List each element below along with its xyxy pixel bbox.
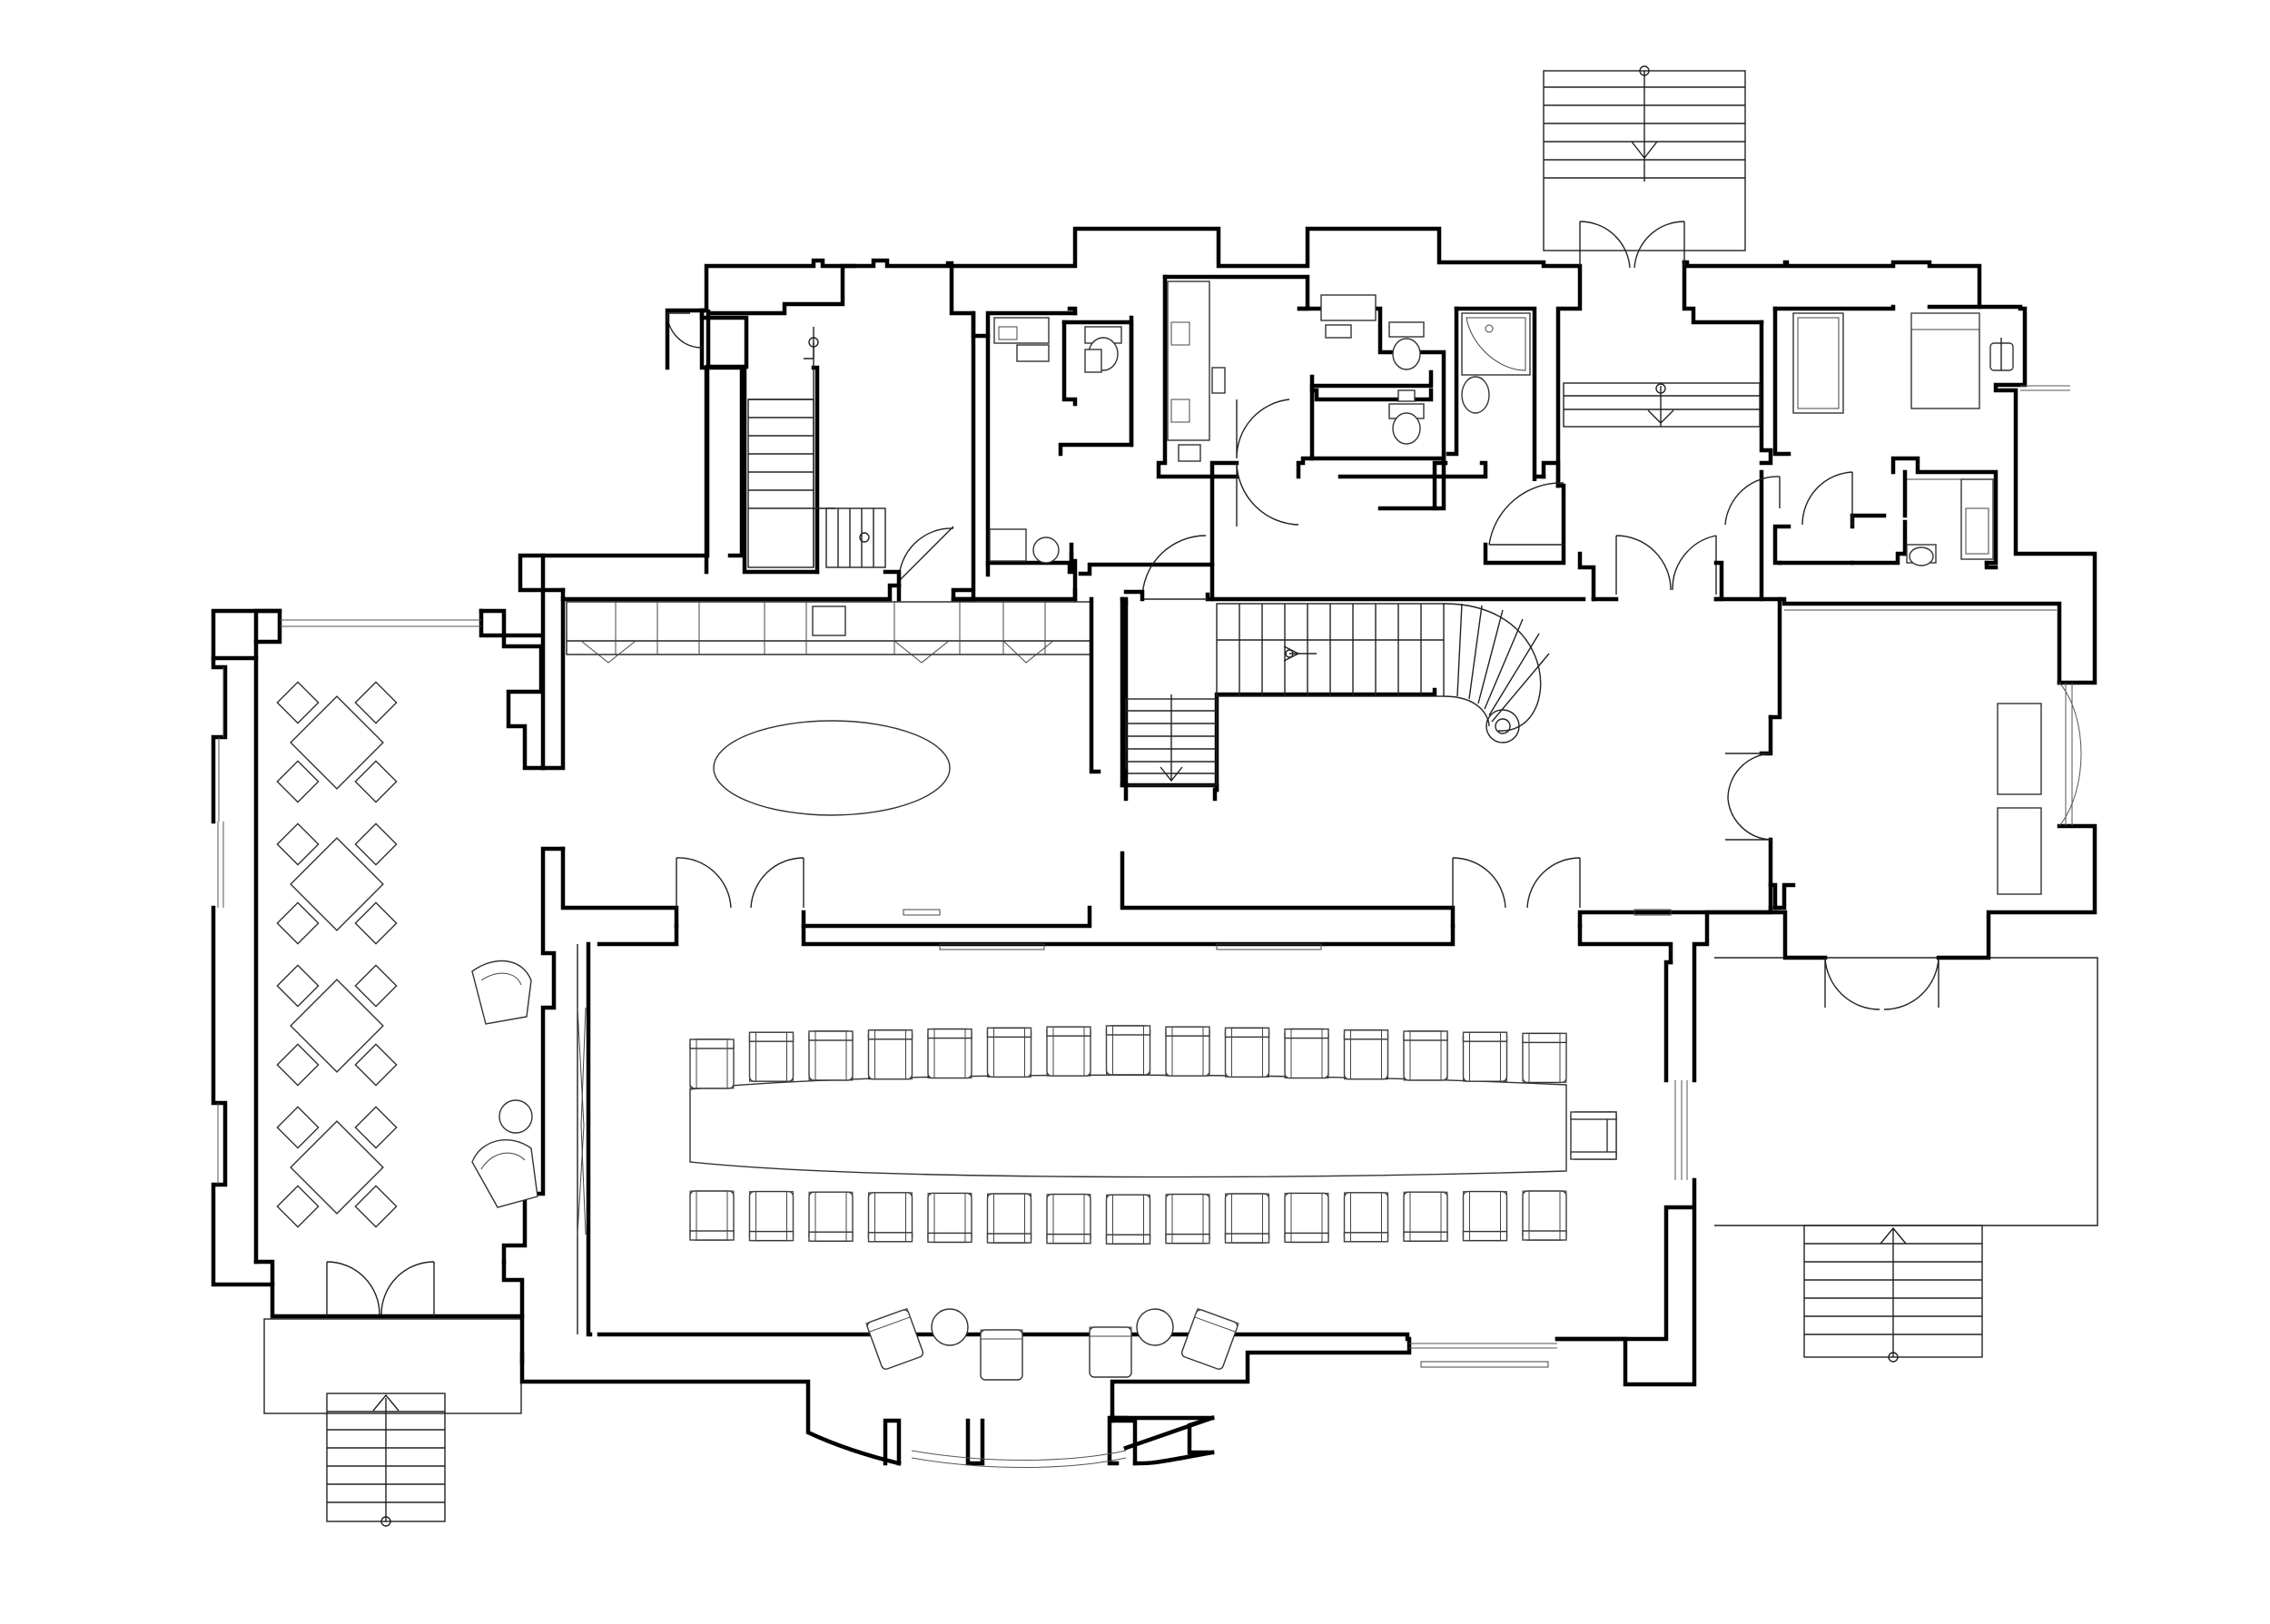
cabinet-1 bbox=[1016, 344, 1050, 362]
desk-2 bbox=[1997, 807, 2042, 895]
north-entry-hall bbox=[1483, 221, 1773, 602]
washbasin-3 bbox=[1320, 294, 1377, 321]
armchair-2 bbox=[471, 1139, 538, 1208]
chair-top-7 bbox=[1046, 1026, 1091, 1077]
desk-1 bbox=[1997, 703, 2042, 795]
bay-side-table-1 bbox=[931, 1308, 969, 1346]
side-table-west bbox=[498, 1099, 533, 1134]
bed bbox=[1910, 312, 1980, 409]
dining-table-set-1 bbox=[276, 681, 398, 803]
bay-armchair-3 bbox=[1089, 1326, 1132, 1378]
main-staircase bbox=[1120, 535, 1550, 802]
chair-top-9 bbox=[1165, 1026, 1210, 1077]
chair-bottom-2 bbox=[748, 1190, 794, 1242]
chair-bottom-1 bbox=[689, 1190, 735, 1241]
boardroom bbox=[560, 846, 1773, 1381]
north-entrance-stair bbox=[1543, 65, 1746, 251]
chair-top-15 bbox=[1522, 1032, 1567, 1084]
chair-top-8 bbox=[1105, 1025, 1151, 1076]
office-east bbox=[1768, 596, 2082, 1010]
bay-armchair-4 bbox=[1180, 1307, 1239, 1370]
chair-bottom-15 bbox=[1522, 1190, 1567, 1241]
ensuite-basin bbox=[1960, 478, 1994, 560]
chair-bottom-9 bbox=[1165, 1193, 1210, 1245]
bay-armchair-1 bbox=[865, 1307, 924, 1370]
sofa bbox=[1792, 312, 1844, 414]
chair-top-12 bbox=[1343, 1029, 1389, 1080]
chair-top-6 bbox=[986, 1027, 1032, 1078]
toilet-2 bbox=[1388, 321, 1425, 338]
service-staircase bbox=[666, 308, 954, 602]
washbasin-4 bbox=[1461, 376, 1490, 414]
chair-top-4 bbox=[867, 1029, 913, 1080]
washbasin-1 bbox=[993, 317, 1050, 344]
chair-bottom-11 bbox=[1284, 1192, 1329, 1244]
chair-top-3 bbox=[808, 1030, 854, 1081]
chair-top-14 bbox=[1462, 1031, 1508, 1082]
south-east-entrance-stair bbox=[1714, 957, 2098, 1363]
chair-top-13 bbox=[1403, 1030, 1448, 1081]
bedroom-north-east bbox=[1724, 304, 2070, 570]
chair-bottom-8 bbox=[1105, 1194, 1151, 1245]
chair-top-1 bbox=[689, 1038, 735, 1089]
chair-top-11 bbox=[1284, 1028, 1329, 1079]
chair-top-5 bbox=[927, 1028, 972, 1079]
chair-bottom-3 bbox=[808, 1191, 854, 1242]
washrooms bbox=[971, 274, 1561, 602]
south-west-entrance-stair bbox=[263, 1318, 522, 1527]
chairs-top-row bbox=[689, 1025, 1567, 1089]
armchair-1 bbox=[471, 960, 532, 1025]
chair-bottom-6 bbox=[986, 1193, 1032, 1244]
chair-top-2 bbox=[748, 1031, 794, 1082]
bay-armchair-2 bbox=[980, 1329, 1023, 1381]
chair-bottom-10 bbox=[1224, 1193, 1270, 1244]
vanity-2 bbox=[1167, 281, 1210, 441]
conference-table bbox=[689, 1074, 1567, 1178]
chair-bottom-13 bbox=[1403, 1191, 1448, 1242]
chair-bottom-4 bbox=[867, 1192, 913, 1243]
dining-table-set-3 bbox=[276, 964, 398, 1087]
kitchen-sink bbox=[812, 605, 846, 636]
cabinet-lower bbox=[989, 528, 1027, 562]
chair-top-10 bbox=[1224, 1027, 1270, 1078]
head-chair bbox=[1570, 1111, 1617, 1160]
chair-bottom-5 bbox=[927, 1192, 972, 1244]
chair-bottom-12 bbox=[1343, 1192, 1389, 1243]
dining-table-set-4 bbox=[276, 1106, 398, 1228]
dining-room bbox=[211, 608, 566, 1319]
dining-table-set-2 bbox=[276, 822, 398, 945]
chair-bottom-14 bbox=[1462, 1190, 1508, 1242]
chair-bottom-7 bbox=[1046, 1193, 1091, 1245]
bay-side-table-2 bbox=[1136, 1308, 1174, 1346]
oval-table bbox=[713, 720, 951, 816]
shower bbox=[1461, 312, 1531, 376]
exterior-walls bbox=[211, 226, 2097, 1468]
chairs-bottom-row bbox=[689, 1190, 1567, 1245]
